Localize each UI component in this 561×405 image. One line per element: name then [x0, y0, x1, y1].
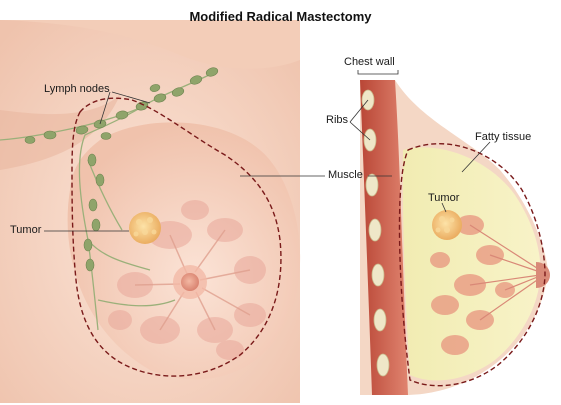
figure-title: Modified Radical Mastectomy [189, 9, 372, 24]
side-muscle-layer [360, 80, 408, 395]
armpit-shadow [0, 95, 120, 170]
tumor-side-texture [435, 216, 455, 233]
label-muscle: Muscle [328, 169, 363, 181]
tumor-side-mass [432, 210, 462, 240]
chest-wall-bracket [357, 70, 399, 75]
incision-outline-side [398, 143, 546, 387]
label-fatty-tissue: Fatty tissue [475, 131, 532, 143]
side-ducts [469, 224, 541, 321]
nipple [181, 273, 199, 291]
front-view [0, 20, 301, 403]
ribs-leader [349, 99, 369, 123]
fatty-tissue-leader [461, 141, 491, 173]
label-tumor-front: Tumor [10, 224, 42, 236]
tumor-front-texture [133, 217, 157, 237]
label-chest-wall: Chest wall [344, 56, 395, 68]
label-lymph-nodes: Lymph nodes [44, 83, 110, 95]
ribs-leader-2 [349, 121, 371, 141]
shoulder [0, 20, 300, 69]
incision-outline-front [71, 97, 282, 377]
lymph-nodes-leader-2 [111, 91, 151, 104]
side-nipple [536, 262, 550, 288]
label-ribs: Ribs [326, 114, 349, 126]
label-tumor-side: Tumor [428, 192, 460, 204]
lymph-nodes-leader-1 [99, 91, 111, 125]
tumor-front-mass [129, 212, 161, 244]
side-ribs [361, 89, 390, 377]
side-view [240, 70, 561, 405]
tumor-side-leader [441, 202, 447, 213]
side-fatty-tissue [402, 147, 541, 381]
